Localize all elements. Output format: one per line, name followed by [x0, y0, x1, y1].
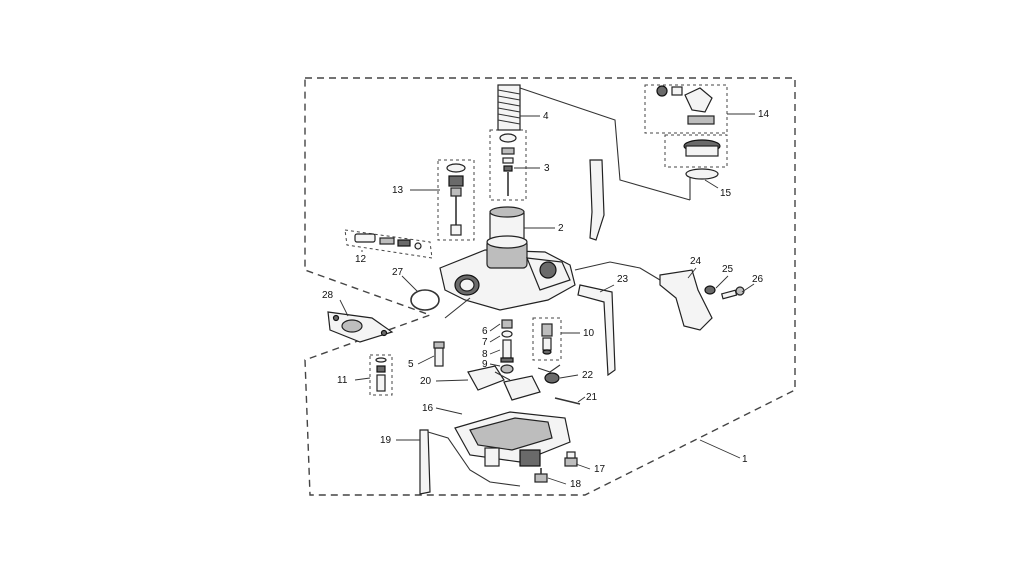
subgroup-box-15	[664, 134, 728, 168]
hose-part	[577, 284, 616, 377]
callout-9: 9	[482, 359, 488, 370]
pilot-screw-set-part	[375, 357, 387, 392]
float-pin-screw-part	[537, 364, 561, 384]
bowl-screw-part	[534, 468, 548, 483]
subgroup-box-14	[644, 84, 728, 134]
bracket-part	[659, 269, 713, 331]
callout-12: 12	[355, 254, 367, 265]
main-jet-stack-part	[500, 319, 514, 374]
callout-23: 23	[617, 274, 629, 285]
drain-tube-part	[419, 429, 521, 495]
top-cap-part	[656, 85, 715, 125]
cable-line	[519, 87, 691, 201]
callout-24: 24	[690, 256, 702, 267]
callout-15: 15	[720, 188, 732, 199]
float-pin-part	[554, 397, 581, 405]
callout-13: 13	[392, 185, 404, 196]
pilot-screw-part	[354, 233, 422, 250]
callout-4: 4	[543, 111, 549, 122]
callout-1: 1	[742, 454, 748, 465]
callout-5: 5	[408, 359, 414, 370]
callout-11: 11	[337, 375, 348, 386]
callout-28: 28	[322, 290, 334, 301]
idle-screw-part	[433, 341, 445, 367]
callout-20: 20	[420, 376, 432, 387]
o-ring-part	[410, 289, 440, 311]
drain-screw-part	[564, 451, 578, 467]
link-rod	[574, 261, 661, 281]
callout-18: 18	[570, 479, 582, 490]
bolt-part	[720, 286, 745, 300]
carburetor-body-part	[439, 235, 576, 319]
callout-7: 7	[482, 337, 488, 348]
float-bowl-part	[454, 411, 571, 467]
leader-lines	[339, 113, 755, 485]
callout-27: 27	[392, 267, 404, 278]
callout-8: 8	[482, 349, 488, 360]
insulator-flange-part	[327, 311, 394, 343]
callout-10: 10	[583, 328, 595, 339]
float-part	[467, 365, 541, 401]
callout-6: 6	[482, 326, 488, 337]
washer-part	[704, 285, 716, 295]
callout-22: 22	[582, 370, 594, 381]
callout-19: 19	[380, 435, 392, 446]
callout-3: 3	[544, 163, 550, 174]
subgroup-box-13	[437, 159, 475, 241]
float-needle-part	[541, 323, 553, 355]
subgroup-box-10	[532, 317, 562, 361]
needle-set-part	[499, 133, 517, 196]
callout-16: 16	[422, 403, 434, 414]
callout-26: 26	[752, 274, 764, 285]
subgroup-box-12	[344, 229, 433, 259]
assembly-boundary	[304, 77, 796, 496]
callout-17: 17	[594, 464, 606, 475]
callout-25: 25	[722, 264, 734, 275]
vent-tube-upper	[589, 159, 605, 241]
callout-2: 2	[558, 223, 564, 234]
cap-nut-part	[683, 139, 721, 180]
subgroup-box-11	[369, 354, 393, 396]
callout-14: 14	[758, 109, 770, 120]
callout-21: 21	[586, 392, 598, 403]
choke-plunger-part	[446, 163, 466, 236]
spring-part	[497, 84, 521, 131]
